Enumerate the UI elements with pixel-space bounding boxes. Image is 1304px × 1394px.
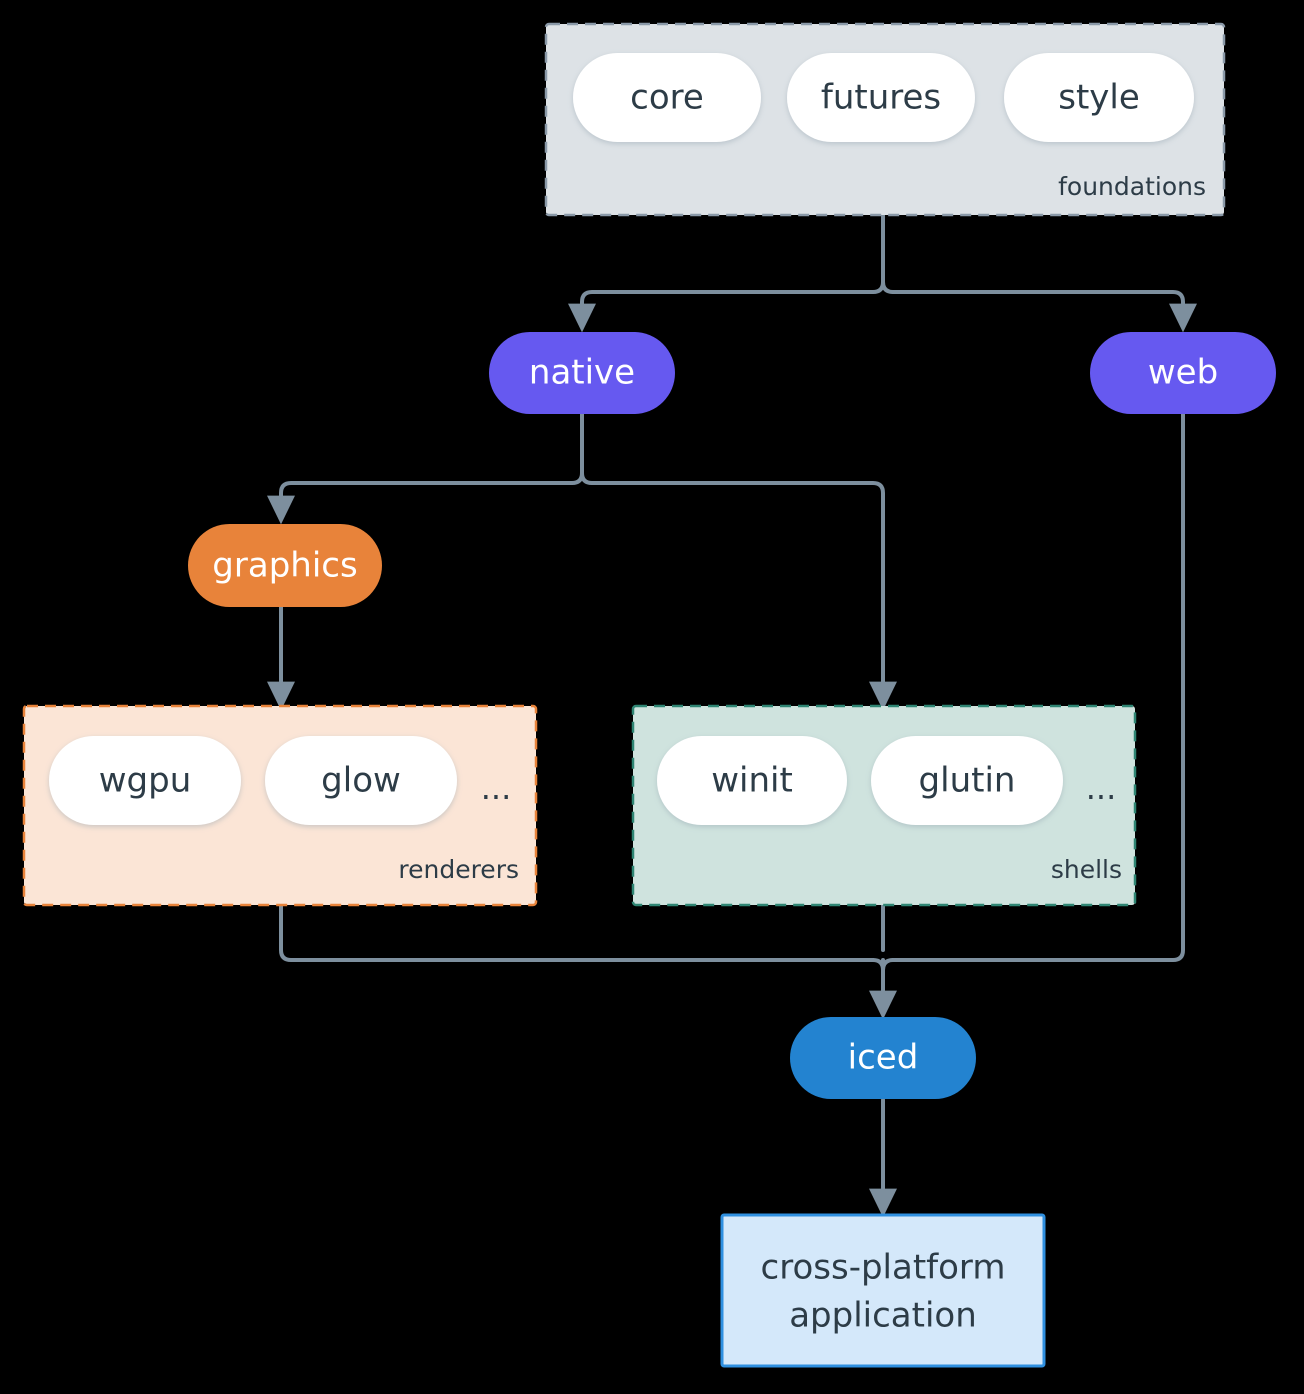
pill-glutin-label: glutin (919, 761, 1016, 801)
pill-glow-shape (265, 736, 457, 825)
group-shells: winit glutin ... shells (631, 704, 1137, 907)
pill-winit-shape (657, 736, 847, 825)
pill-glutin-shape (871, 736, 1063, 825)
group-shells-label: shells (1051, 855, 1122, 884)
group-renderers: wgpu glow ... renderers (22, 704, 538, 907)
pill-futures-label: futures (821, 78, 941, 118)
edge-native-to-graphics (267, 481, 574, 525)
edge-native-to-shells (590, 481, 898, 711)
edge-renderers-to-iced (279, 903, 875, 962)
node-native[interactable]: native (489, 332, 675, 414)
pill-core-label: core (630, 78, 704, 118)
edge-foundations-trunk (881, 213, 895, 294)
edge-native-trunk-left (570, 471, 584, 485)
pill-wgpu-shape (49, 736, 241, 825)
node-cross-platform-application-line2: application (789, 1296, 977, 1336)
node-web-shape (1090, 332, 1276, 414)
pill-futures-shape (787, 53, 975, 142)
node-iced-shape (790, 1017, 976, 1099)
group-renderers-label: renderers (398, 855, 519, 884)
pill-core-shape (573, 53, 761, 142)
pill-style-label: style (1058, 78, 1140, 118)
node-web[interactable]: web (1090, 332, 1276, 414)
edge-foundations-trunk-left (871, 280, 885, 294)
pill-futures[interactable]: futures (787, 53, 975, 142)
edge-foundations-to-web (891, 290, 1198, 333)
edge-web-to-iced (891, 412, 1185, 962)
pill-style[interactable]: style (1004, 53, 1194, 142)
node-graphics[interactable]: graphics (188, 524, 382, 607)
pill-glutin[interactable]: glutin (871, 736, 1063, 825)
pill-winit[interactable]: winit (657, 736, 847, 825)
node-cross-platform-application-shape (720, 1213, 1046, 1368)
pill-winit-label: winit (711, 761, 793, 801)
node-native-shape (489, 332, 675, 414)
pill-glow[interactable]: glow (265, 736, 457, 825)
pill-core[interactable]: core (573, 53, 761, 142)
group-shells-overflow: ... (1086, 769, 1117, 807)
pill-wgpu-label: wgpu (99, 761, 192, 801)
node-cross-platform-application-line1: cross-platform (761, 1248, 1006, 1288)
group-foundations: core futures style foundations (544, 22, 1226, 217)
node-cross-platform-application[interactable]: cross-platform application (720, 1213, 1046, 1368)
edge-foundations-to-native (568, 290, 875, 333)
node-graphics-label: graphics (212, 546, 357, 586)
pill-glow-label: glow (321, 761, 401, 801)
pill-wgpu[interactable]: wgpu (49, 736, 241, 825)
group-renderers-overflow: ... (481, 769, 512, 807)
node-native-label: native (529, 353, 635, 393)
node-iced[interactable]: iced (790, 1017, 976, 1099)
pill-style-shape (1004, 53, 1194, 142)
group-foundations-label: foundations (1058, 172, 1206, 201)
node-web-label: web (1148, 353, 1218, 393)
edge-layer (267, 213, 1198, 1218)
node-iced-label: iced (848, 1038, 919, 1078)
node-graphics-shape (188, 524, 382, 607)
